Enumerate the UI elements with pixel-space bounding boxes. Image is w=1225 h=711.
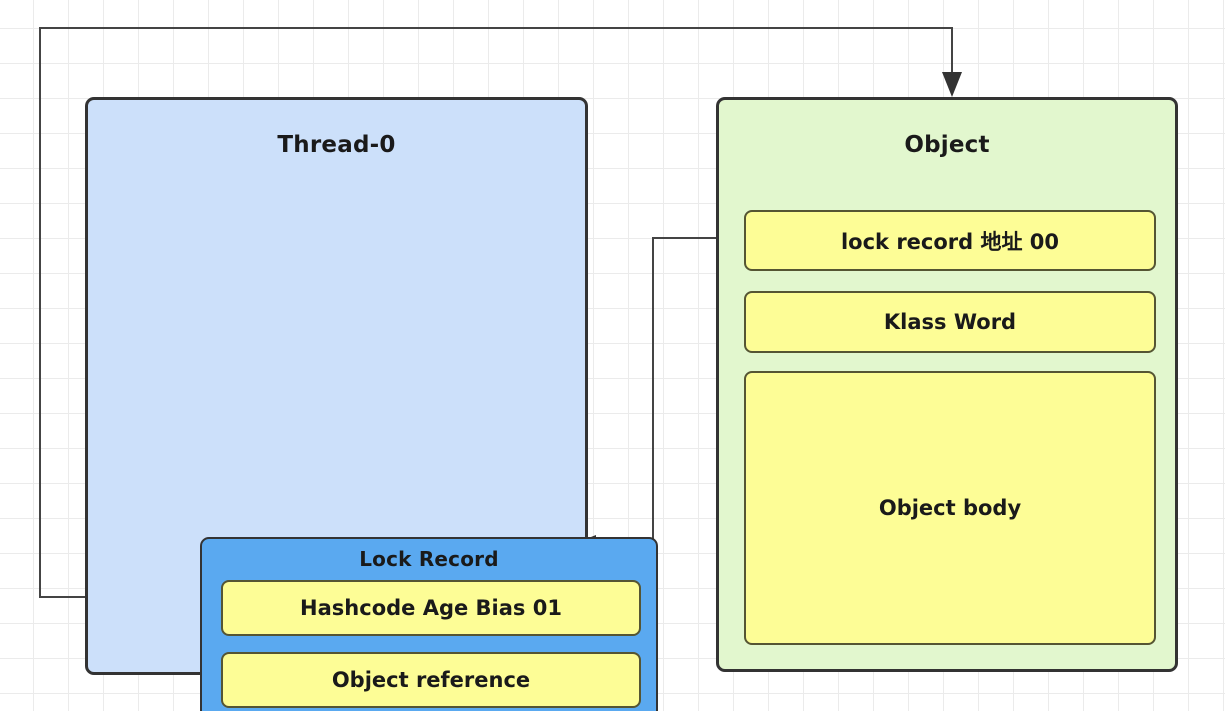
lock-record-title: Lock Record — [359, 547, 499, 571]
lock-record-panel[interactable]: Lock Record Hashcode Age Bias 01 Object … — [200, 537, 658, 711]
object-field-object-body[interactable]: Object body — [744, 371, 1156, 645]
lock-record-field-hashcode[interactable]: Hashcode Age Bias 01 — [221, 580, 641, 636]
object-field-mark-word[interactable]: lock record 地址 00 — [744, 210, 1156, 271]
lock-record-field-object-reference[interactable]: Object reference — [221, 652, 641, 708]
arrowhead-into-object-top — [942, 72, 962, 97]
object-field-klass-word[interactable]: Klass Word — [744, 291, 1156, 353]
thread-panel-title: Thread-0 — [277, 132, 396, 158]
thread-panel[interactable]: Thread-0 Lock Record Hashcode Age Bias 0… — [85, 97, 658, 711]
object-panel[interactable]: Object lock record 地址 00 Klass Word Obje… — [716, 97, 1178, 672]
object-panel-title: Object — [904, 132, 990, 158]
